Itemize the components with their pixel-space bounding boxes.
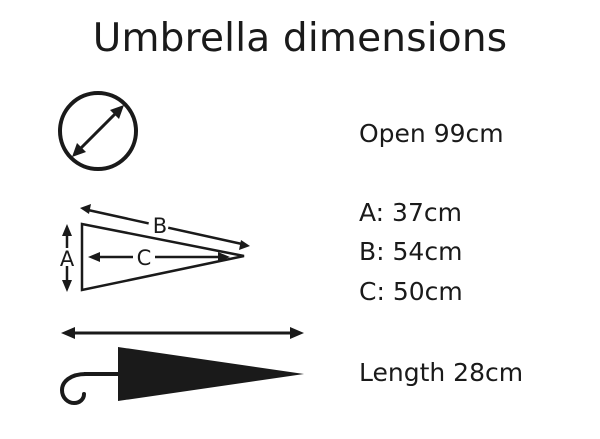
length-dimension-arrow (61, 327, 304, 339)
page-title: Umbrella dimensions (92, 16, 508, 61)
dimension-b-text: B: 54cm (359, 237, 463, 266)
closed-length-text: Length 28cm (359, 358, 524, 387)
a-dimension-arrow (58, 224, 76, 292)
label-a: A (60, 247, 75, 271)
dimension-c-text: C: 50cm (359, 277, 463, 306)
c-dimension-arrow (88, 246, 230, 268)
open-diameter-text: Open 99cm (359, 119, 504, 148)
label-c: C (137, 246, 152, 270)
label-b: B (153, 214, 167, 238)
dimension-a-text: A: 37cm (359, 198, 462, 227)
circle-diagonal-arrow-icon (58, 91, 138, 171)
b-dimension-arrow (80, 204, 250, 250)
